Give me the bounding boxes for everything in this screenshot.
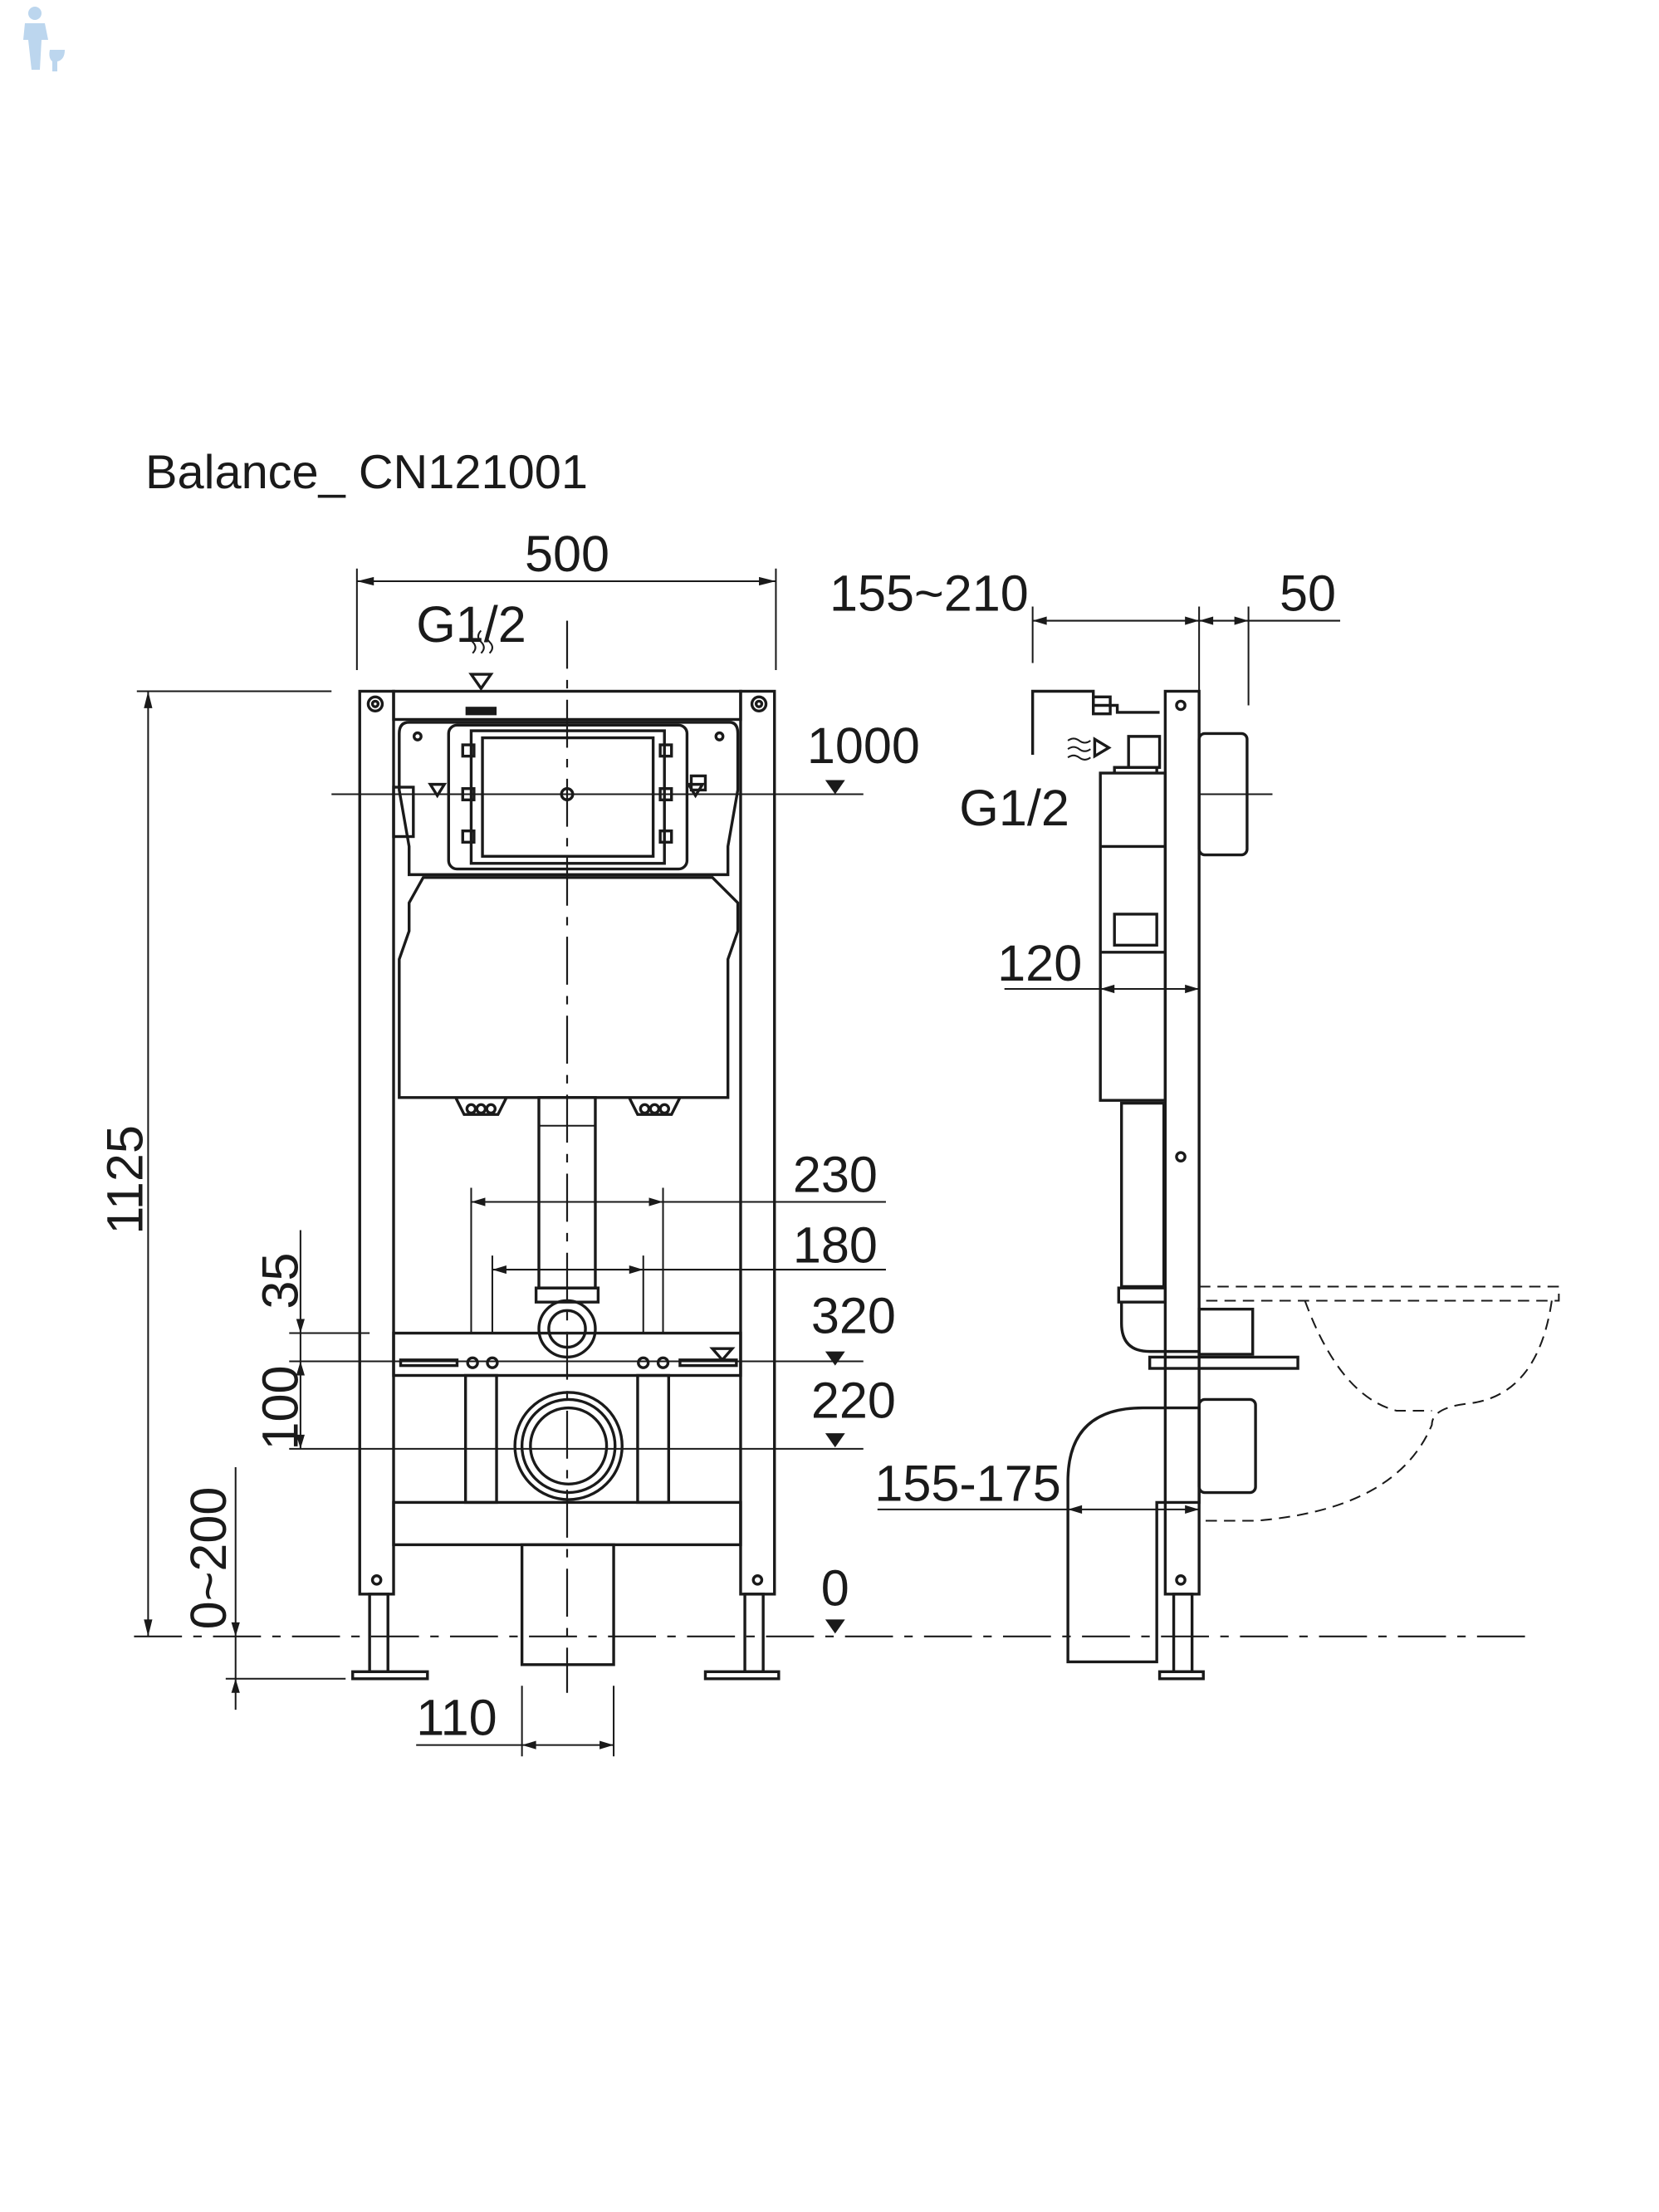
leg-left <box>368 1593 389 1673</box>
foot-right <box>703 1670 781 1681</box>
dim-1125: 1125 <box>97 1125 154 1235</box>
dim-155-175: 155-175 <box>874 1456 1060 1512</box>
dim-100: 100 <box>252 1366 308 1451</box>
side-cistern <box>1099 771 1167 1102</box>
cistern-top <box>398 721 740 877</box>
label-inlet-front: G1/2 <box>416 596 526 653</box>
dim-155-210: 155~210 <box>830 565 1029 622</box>
dim-230: 230 <box>793 1147 878 1203</box>
dim-35: 35 <box>252 1253 308 1309</box>
dim-1000: 1000 <box>807 717 920 774</box>
crossbar-upper <box>392 1331 742 1378</box>
dim-floor: 0 <box>821 1559 849 1616</box>
plumber-watermark-icon <box>23 7 65 71</box>
frame-right-post <box>739 689 776 1596</box>
hot-water-icon <box>465 629 497 716</box>
drawing-title: Balance_ CN121001 <box>145 446 588 499</box>
outlet-connector <box>513 1391 624 1501</box>
dim-leg-adjust: 0~200 <box>180 1487 237 1630</box>
dim-width: 500 <box>525 526 609 582</box>
side-outlet-bend <box>1066 1406 1201 1664</box>
front-view: 500 G1/2 1000 1125 230 180 35 320 100 22… <box>97 526 1531 1757</box>
side-flush-pipe <box>1119 1101 1166 1289</box>
dim-120: 120 <box>997 935 1082 991</box>
dim-50: 50 <box>1280 565 1336 622</box>
label-inlet-side: G1/2 <box>959 780 1069 836</box>
leg-right <box>743 1593 765 1673</box>
dim-320: 320 <box>811 1288 896 1344</box>
dim-180: 180 <box>793 1217 878 1274</box>
flush-opening <box>447 723 689 871</box>
dim-110: 110 <box>416 1690 497 1746</box>
side-view: 155~210 50 G1/2 120 155-175 <box>830 565 1560 1681</box>
foot-left <box>351 1670 429 1681</box>
drain-pipe <box>520 1543 615 1666</box>
inlet-valve <box>392 785 415 839</box>
dim-220: 220 <box>811 1372 896 1428</box>
frame-top-bar <box>392 689 742 722</box>
cistern-body <box>398 876 740 1099</box>
frame-left-post <box>358 689 395 1596</box>
side-post <box>1163 689 1201 1596</box>
